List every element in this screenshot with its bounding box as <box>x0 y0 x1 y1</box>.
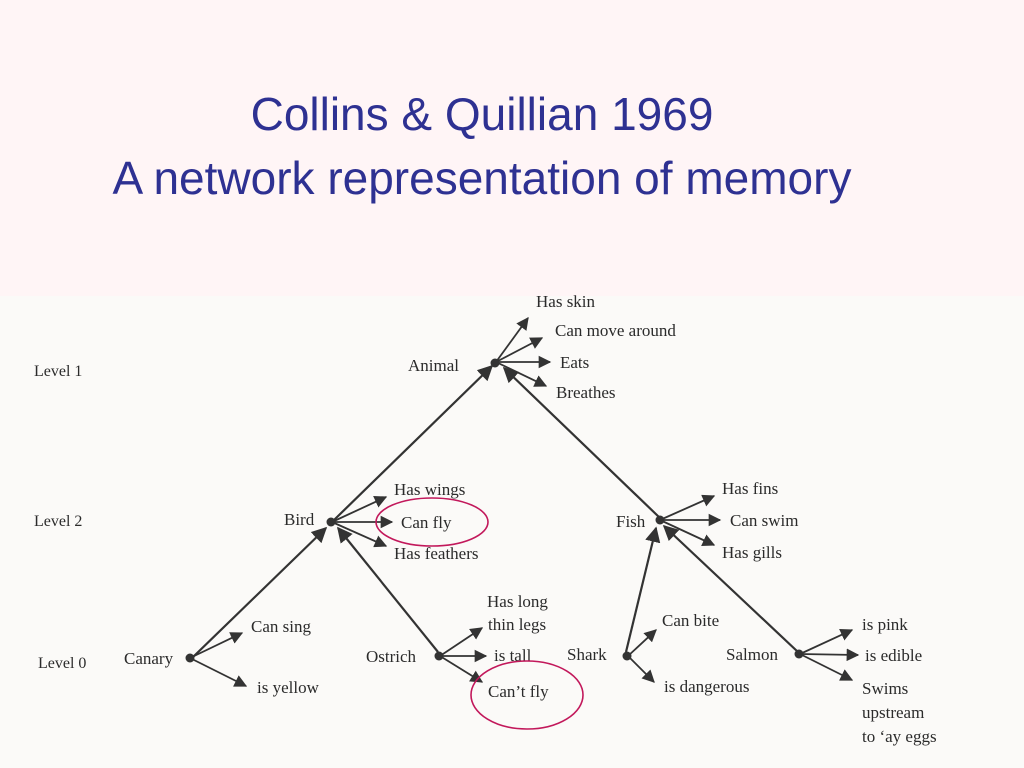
prop-is-dangerous: is dangerous <box>664 677 749 696</box>
node-animal: Animal <box>408 356 459 375</box>
arrow-is-pink <box>799 629 854 655</box>
prop-can-fly: Can fly <box>401 513 452 532</box>
prop-has-wings: Has wings <box>394 480 465 499</box>
prop-is-edible: is edible <box>865 646 922 665</box>
node-dot-ostrich <box>434 651 444 661</box>
node-bird: Bird <box>284 510 315 529</box>
arrow-can-bite <box>627 629 657 657</box>
node-canary: Canary <box>124 649 174 668</box>
arrow-has-long-thin-legs <box>439 627 484 657</box>
highlight-can-fly <box>375 497 489 547</box>
node-dot-animal <box>490 358 500 368</box>
arrow-is-yellow <box>189 657 248 687</box>
prop-is-yellow: is yellow <box>257 678 320 697</box>
edge-canary-bird <box>191 526 328 659</box>
prop-is-pink: is pink <box>862 615 908 634</box>
arrow-has-gills <box>659 519 716 546</box>
slide-subtitle: A network representation of memory <box>112 152 852 204</box>
arrow-can-sing <box>189 632 244 659</box>
arrow-is-edible <box>799 648 860 662</box>
prop-can-bite: Can bite <box>662 611 719 630</box>
level-1-label: Level 1 <box>34 363 82 380</box>
prop-to-lay-eggs: to ‘ay eggs <box>862 727 937 746</box>
prop-can-sing: Can sing <box>251 617 311 636</box>
slide-title: Collins & Quillian 1969 <box>250 88 714 140</box>
edge-ostrich-bird <box>337 526 439 653</box>
node-dot-salmon <box>794 649 804 659</box>
prop-thin-legs: thin legs <box>488 615 546 634</box>
edge-salmon-fish <box>662 524 799 653</box>
arrow-has-fins <box>659 494 716 521</box>
node-fish: Fish <box>616 512 646 531</box>
title-band: Collins & Quillian 1969 A network repres… <box>0 0 1024 296</box>
level-0-label: Level 0 <box>38 655 86 672</box>
prop-cant-fly: Can’t fly <box>488 682 549 701</box>
prop-has-fins: Has fins <box>722 479 778 498</box>
edge-bird-animal <box>333 364 494 521</box>
arrow-breathes <box>495 361 548 387</box>
prop-can-move-around: Can move around <box>555 321 676 340</box>
arrow-has-feathers <box>331 521 388 548</box>
node-dot-canary <box>185 653 195 663</box>
node-dot-fish <box>655 515 665 525</box>
prop-can-swim: Can swim <box>730 511 798 530</box>
arrow-swims-upstream <box>799 653 854 681</box>
node-shark: Shark <box>567 645 607 664</box>
prop-upstream: upstream <box>862 703 924 722</box>
node-dot-bird <box>326 517 336 527</box>
node-ostrich: Ostrich <box>366 647 417 666</box>
prop-breathes: Breathes <box>556 383 615 402</box>
edge-shark-fish <box>624 526 661 653</box>
prop-swims: Swims <box>862 679 908 698</box>
arrow-has-skin <box>495 316 529 363</box>
node-dot-shark <box>622 651 632 661</box>
level-2-label: Level 2 <box>34 513 82 530</box>
prop-eats: Eats <box>560 353 589 372</box>
arrow-has-wings <box>331 496 388 523</box>
prop-has-long: Has long <box>487 592 548 611</box>
arrow-is-dangerous <box>627 655 655 683</box>
arrow-can-move-around <box>495 337 544 363</box>
edge-fish-animal <box>502 366 661 519</box>
prop-has-feathers: Has feathers <box>394 544 479 563</box>
node-salmon: Salmon <box>726 645 778 664</box>
prop-has-skin: Has skin <box>536 292 596 311</box>
arrow-cant-fly <box>439 655 484 683</box>
prop-has-gills: Has gills <box>722 543 782 562</box>
prop-is-tall: is tall <box>494 646 532 665</box>
highlight-cant-fly <box>470 660 584 730</box>
